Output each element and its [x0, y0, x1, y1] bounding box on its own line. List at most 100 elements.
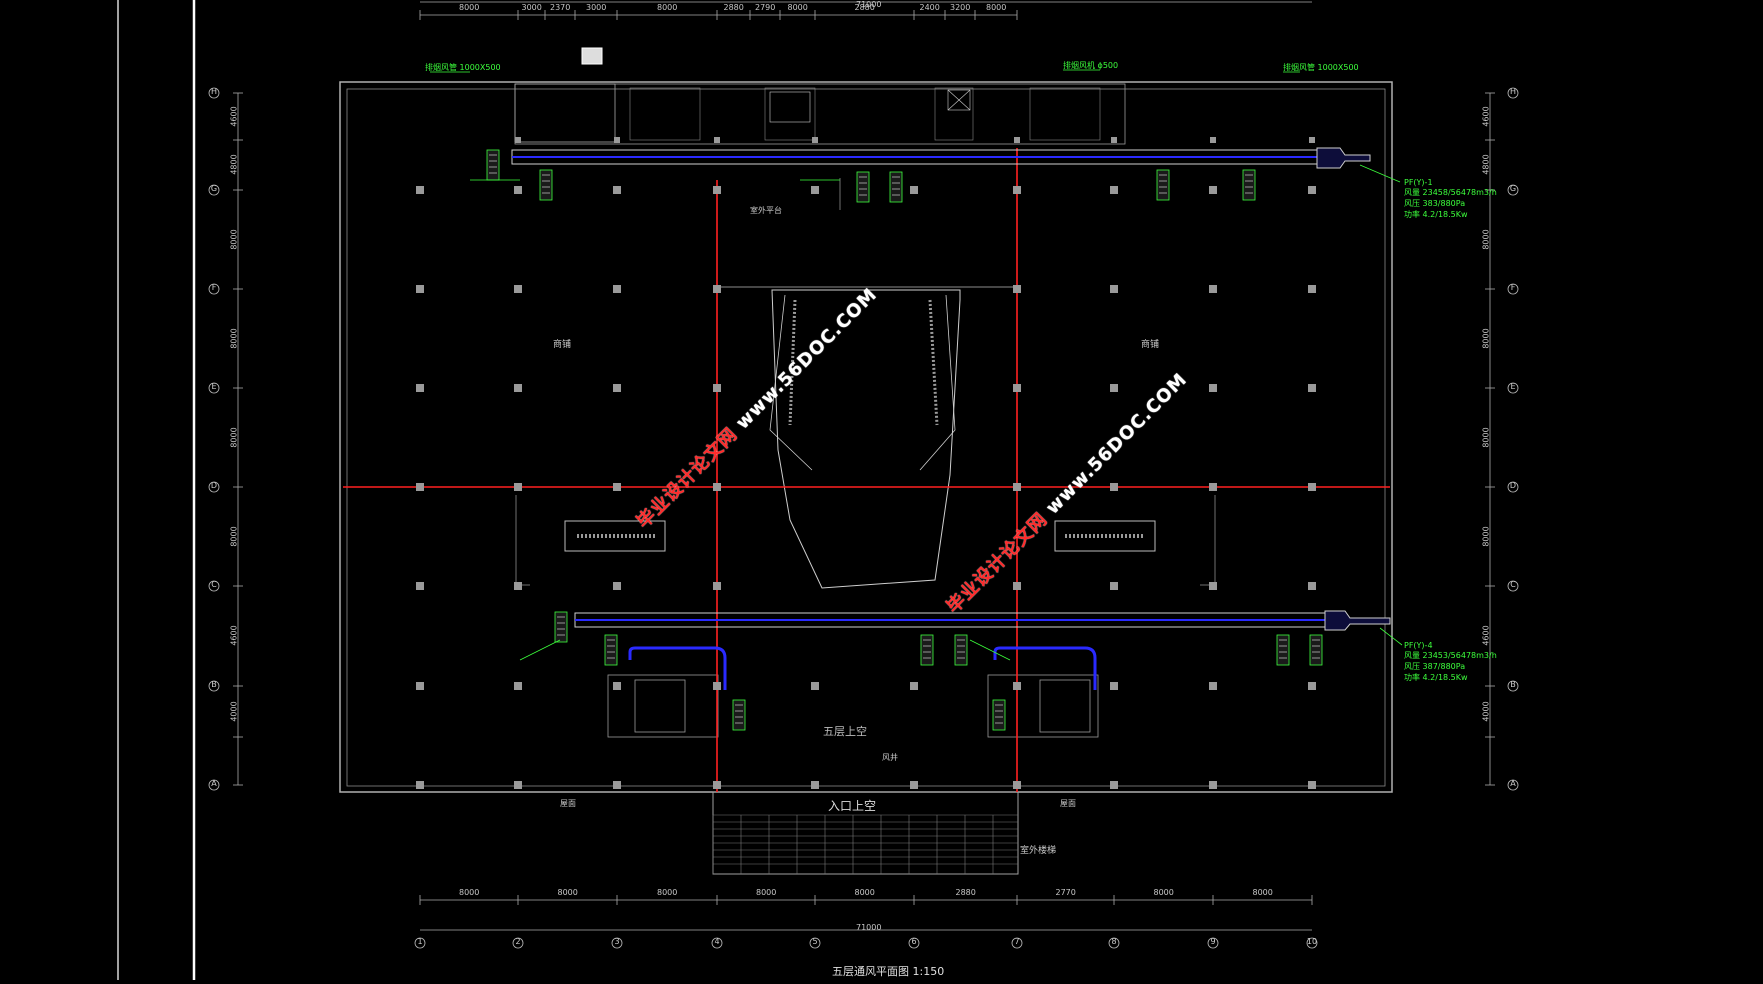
row-axis-left-F-circle [208, 283, 220, 295]
row-axis-right-C-circle [1507, 580, 1519, 592]
side-dim-1-label-1: 4800 [1481, 154, 1491, 175]
fan-spec-top-flow: 风量 23458/56478m3/h [1404, 188, 1497, 197]
column-3-0 [416, 483, 424, 491]
row-axis-right-D-label: D [1509, 481, 1517, 490]
col-axis-5-label: 5 [812, 937, 818, 946]
row-axis-right-E-circle [1507, 382, 1519, 394]
vent-unit-5 [1242, 169, 1256, 201]
side-dim-1-label-6: 4600 [1481, 625, 1491, 646]
escalator-left [564, 520, 666, 552]
side-dim-0-label-2: 8000 [229, 228, 239, 250]
top-dim-label-0: 8000 [459, 3, 480, 12]
side-dim-0-label-0: 4600 [229, 105, 239, 127]
column-6-9 [1308, 781, 1316, 789]
column-0-1 [514, 186, 522, 194]
column-core-1 [614, 137, 620, 143]
row-axis-left-A-label: A [211, 779, 217, 788]
leader-7 [519, 639, 561, 661]
side-dim-1-label-3: 8000 [1481, 327, 1491, 349]
column-6-0 [416, 781, 424, 789]
fan-spec-bottom-pressure: 风压 387/880Pa [1404, 662, 1466, 671]
col-axis-6-label: 6 [911, 937, 917, 946]
row-axis-right-C-label: C [1510, 580, 1516, 589]
row-axis-right-G-label: G [1509, 184, 1517, 193]
column-0-5 [910, 186, 918, 194]
vent-unit-0 [486, 149, 500, 181]
column-5-5 [910, 682, 918, 690]
leader-8 [969, 639, 1011, 661]
col-axis-8-circle [1108, 937, 1120, 949]
branch-duct-right [993, 646, 1097, 690]
row-axis-left-D-circle [208, 481, 220, 493]
side-dim-0-label-6: 4600 [229, 625, 239, 646]
col-axis-4-label: 4 [714, 937, 720, 946]
vent-unit-6 [554, 611, 568, 643]
vent-units [486, 149, 1323, 731]
column-4-7 [1110, 582, 1118, 590]
branch-duct-left [628, 646, 727, 690]
column-3-6 [1013, 483, 1021, 491]
column-6-1 [514, 781, 522, 789]
column-0-0 [416, 186, 424, 194]
dimension-chains [233, 1, 1495, 931]
column-core-3 [812, 137, 818, 143]
side-dim-0-label-4: 8000 [229, 426, 239, 448]
col-axis-7-label: 7 [1014, 937, 1020, 946]
column-0-6 [1013, 186, 1021, 194]
column-3-7 [1110, 483, 1118, 491]
column-2-7 [1110, 384, 1118, 392]
row-axis-left-G-label: G [210, 184, 218, 193]
shop-left-label: 商铺 [553, 340, 572, 350]
green-leader-lines [430, 69, 1403, 661]
atrium-escalator-steps [788, 299, 939, 426]
fan-spec-bottom-id: PF(Y)-4 [1404, 641, 1433, 650]
top-dim-label-8: 2880 [854, 3, 875, 12]
column-2-2 [613, 384, 621, 392]
column-core-2 [714, 137, 720, 143]
column-5-1 [514, 682, 522, 690]
fan-spec-top-id: PF(Y)-1 [1404, 178, 1433, 187]
roof-left-label: 屋面 [560, 799, 576, 808]
axis-bubbles [208, 87, 1519, 949]
col-axis-1-circle [414, 937, 426, 949]
row-axis-left-E-label: E [211, 382, 217, 391]
top-dim-label-1: 3000 [521, 3, 542, 12]
fan-spec-top-power: 功率 4.2/18.5Kw [1404, 210, 1468, 219]
column-4-6 [1013, 582, 1021, 590]
side-dim-1-label-5: 8000 [1481, 525, 1491, 547]
column-5-0 [416, 682, 424, 690]
column-core-0 [515, 137, 521, 143]
row-axis-right-G-circle [1507, 184, 1519, 196]
row-axis-right-A-circle [1507, 779, 1519, 791]
top-dim-label-3: 3000 [586, 3, 607, 12]
bottom-dim-label-2: 8000 [657, 888, 678, 897]
vent-unit-3 [889, 171, 903, 203]
column-0-3 [713, 186, 721, 194]
top-dim-label-9: 2400 [919, 3, 940, 12]
top-dim-label-10: 3200 [950, 3, 971, 12]
column-5-3 [713, 682, 721, 690]
column-2-9 [1308, 384, 1316, 392]
column-5-4 [811, 682, 819, 690]
column-4-1 [514, 582, 522, 590]
bottom-dim-label-0: 8000 [459, 888, 480, 897]
side-dim-1-label-4: 8000 [1481, 426, 1491, 448]
row-axis-left-G-circle [208, 184, 220, 196]
column-5-9 [1308, 682, 1316, 690]
row-axis-right-F-label: F [1510, 283, 1516, 292]
column-5-6 [1013, 682, 1021, 690]
atrium-escalators [769, 294, 956, 471]
column-1-7 [1110, 285, 1118, 293]
side-dim-1-label-7: 4000 [1481, 700, 1491, 722]
column-3-3 [713, 483, 721, 491]
stair-core-top [629, 87, 1101, 141]
col-axis-8-label: 8 [1111, 937, 1117, 946]
col-axis-10-circle [1306, 937, 1318, 949]
fan-spec-bottom-power: 功率 4.2/18.5Kw [1404, 673, 1468, 682]
fan-spec-top: PF(Y)-1 风量 23458/56478m3/h 风压 383/880Pa … [1404, 178, 1497, 220]
column-0-8 [1209, 186, 1217, 194]
column-1-8 [1209, 285, 1217, 293]
column-0-4 [811, 186, 819, 194]
fifth-floor-void-label: 五层上空 [823, 725, 867, 738]
